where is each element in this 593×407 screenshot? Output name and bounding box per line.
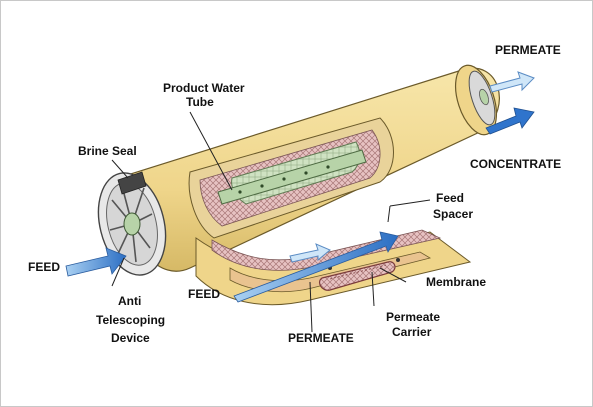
label-anti-telescoping-2: Telescoping <box>96 313 165 327</box>
label-permeate-bottom: PERMEATE <box>288 331 354 345</box>
concentrate-arrow <box>485 107 535 135</box>
label-permeate-carrier-2: Carrier <box>392 325 432 339</box>
product-water-tube <box>217 149 367 205</box>
label-feed-center: FEED <box>188 287 220 301</box>
label-anti-telescoping-1: Anti <box>118 294 141 308</box>
cutaway-layers <box>188 117 394 239</box>
label-membrane: Membrane <box>426 275 486 289</box>
permeate-carrier-sheet <box>318 261 396 291</box>
label-brine-seal: Brine Seal <box>78 144 137 158</box>
permeate-arrow-top <box>489 71 535 93</box>
label-product-water-tube-2: Tube <box>186 95 214 109</box>
leader-lines <box>111 111 431 333</box>
label-feed-spacer-2: Spacer <box>433 207 473 221</box>
label-permeate-top: PERMEATE <box>495 43 561 57</box>
label-product-water-tube-1: Product Water <box>163 81 245 95</box>
feed-arrow-center <box>233 231 399 303</box>
anti-telescoping-device <box>97 172 167 276</box>
feed-arrow-left <box>65 247 127 277</box>
label-anti-telescoping-3: Device <box>111 331 150 345</box>
label-feed-spacer-1: Feed <box>436 191 464 205</box>
label-permeate-carrier-1: Permeate <box>386 310 440 324</box>
brine-seal <box>117 171 147 195</box>
permeate-arrow-bottom <box>289 243 331 263</box>
label-concentrate: CONCENTRATE <box>470 157 561 171</box>
label-feed-left: FEED <box>28 260 60 274</box>
